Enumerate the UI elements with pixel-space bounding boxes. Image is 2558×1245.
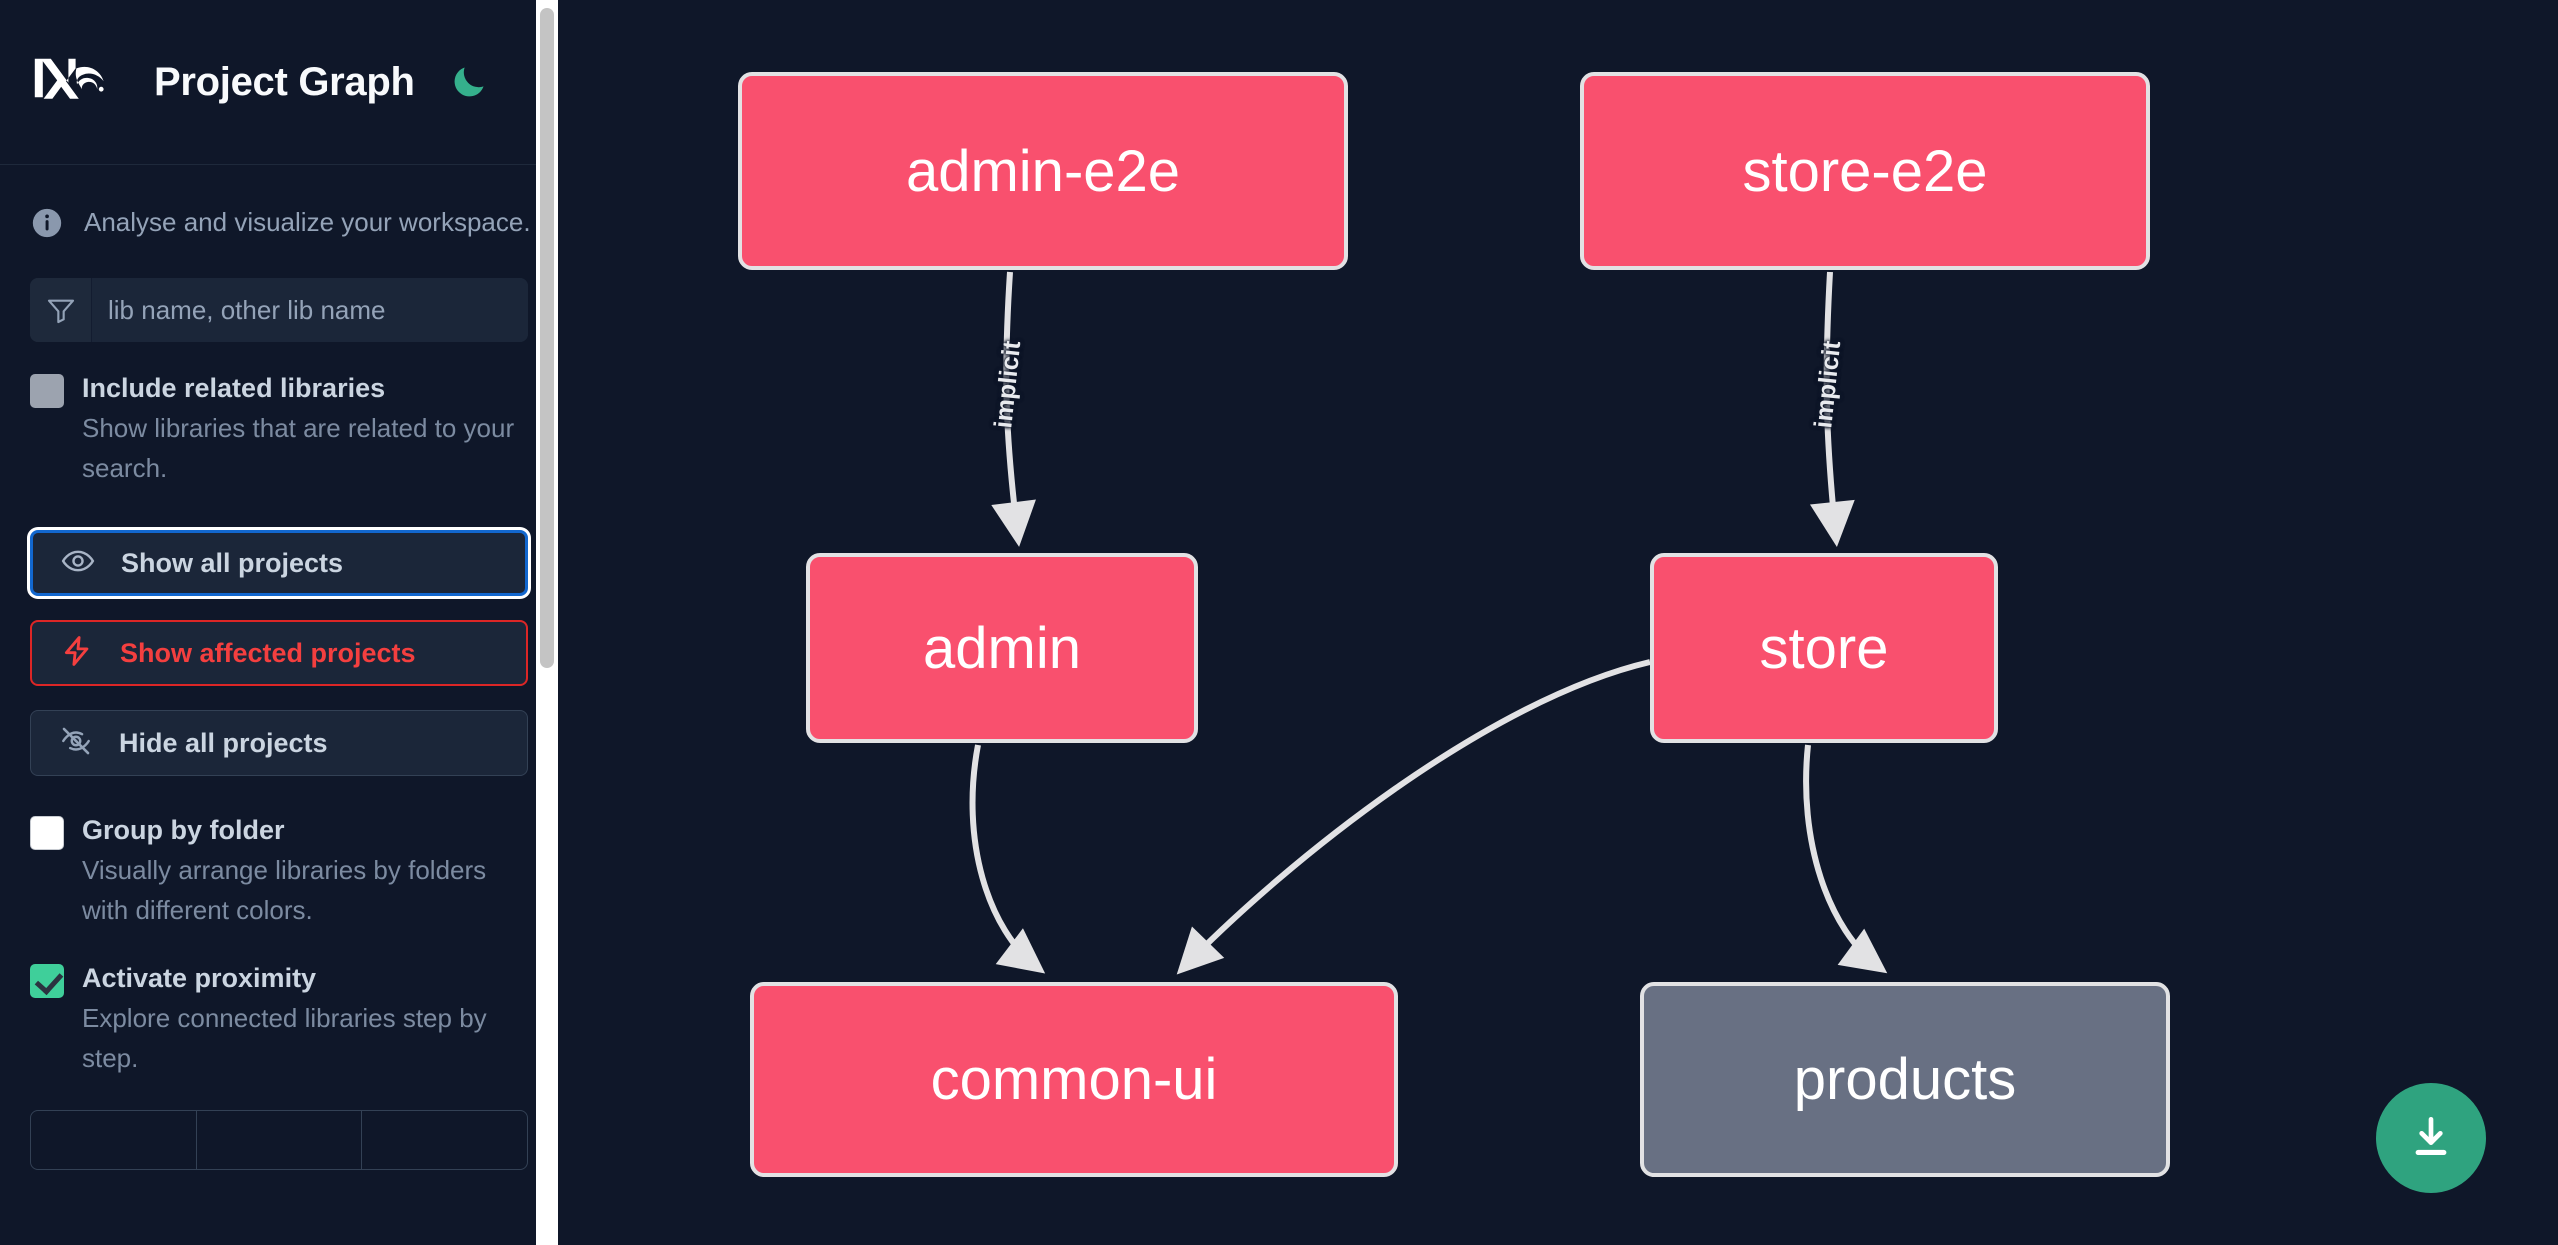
sidebar-header: Project Graph [0,0,558,165]
sidebar-scrollbar-thumb[interactable] [540,8,554,668]
filter-funnel-icon[interactable] [30,278,92,342]
option-label: Group by folder [82,815,285,845]
node-label: store-e2e [1742,138,1988,204]
proximity-step-button-group[interactable] [30,1110,528,1170]
graph-node-store-e2e[interactable]: store-e2e [1580,72,2150,270]
tagline-text: Analyse and visualize your workspace. [84,207,531,237]
eye-icon [61,544,95,583]
graph-canvas[interactable]: admin-e2e store-e2e admin store common-u… [558,0,2558,1245]
projects-button-group: Show all projects Show affected projects [30,530,528,776]
node-label: admin-e2e [905,138,1181,204]
node-label: products [1793,1047,2017,1112]
graph-node-common-ui[interactable]: common-ui [750,982,1398,1177]
info-icon [30,206,64,240]
activate-proximity-checkbox[interactable] [30,964,64,998]
sidebar: Project Graph Analyse and visualize your… [0,0,558,1245]
proximity-step-segment[interactable] [31,1111,197,1169]
edge-admin-common-ui [969,744,1046,974]
option-include-related-libraries[interactable]: Include related libraries Show libraries… [0,368,558,488]
edge-admin-e2e-admin [991,271,1036,547]
sidebar-scrollbar[interactable] [536,0,558,1245]
edge-store-e2e-store [1809,271,1855,547]
include-related-libraries-texts: Include related libraries Show libraries… [82,368,522,488]
sidebar-scroll-area: Project Graph Analyse and visualize your… [0,0,558,1245]
graph-edges [969,271,1888,975]
include-related-libraries-checkbox[interactable] [30,374,64,408]
tagline-row: Analyse and visualize your workspace. [0,165,558,250]
show-all-projects-button[interactable]: Show all projects [30,530,528,596]
filter-row [30,278,528,342]
edge-store-common-ui [1176,659,1651,975]
show-affected-projects-button[interactable]: Show affected projects [30,620,528,686]
group-by-folder-texts: Group by folder Visually arrange librari… [82,810,522,930]
option-description: Visually arrange libraries by folders wi… [82,855,487,925]
node-label: admin [923,615,1081,681]
graph-node-admin[interactable]: admin [806,553,1198,743]
activate-proximity-texts: Activate proximity Explore connected lib… [82,958,522,1078]
lightning-bolt-icon [60,634,94,673]
proximity-step-segment[interactable] [197,1111,363,1169]
option-label: Include related libraries [82,373,386,403]
edge-store-products [1803,744,1888,974]
option-activate-proximity[interactable]: Activate proximity Explore connected lib… [0,958,558,1078]
eye-off-icon [59,724,93,763]
show-affected-projects-label: Show affected projects [120,637,416,668]
show-all-projects-label: Show all projects [121,547,344,578]
node-label: store [1759,615,1889,681]
option-label: Activate proximity [82,963,317,993]
option-group-by-folder[interactable]: Group by folder Visually arrange librari… [0,810,558,930]
hide-all-projects-button[interactable]: Hide all projects [30,710,528,776]
download-graph-button[interactable] [2376,1083,2486,1193]
page-title: Project Graph [154,59,415,104]
graph-node-products[interactable]: products [1640,982,2170,1177]
group-by-folder-checkbox[interactable] [30,816,64,850]
proximity-step-segment[interactable] [362,1111,527,1169]
option-description: Explore connected libraries step by step… [82,1003,487,1073]
nx-logo-icon [30,52,118,112]
graph-node-store[interactable]: store [1650,553,1998,743]
graph-node-admin-e2e[interactable]: admin-e2e [738,72,1348,270]
search-input[interactable] [92,278,528,342]
hide-all-projects-label: Hide all projects [119,727,328,758]
moon-icon[interactable] [443,56,495,108]
option-description: Show libraries that are related to your … [82,413,515,483]
node-label: common-ui [930,1047,1218,1112]
